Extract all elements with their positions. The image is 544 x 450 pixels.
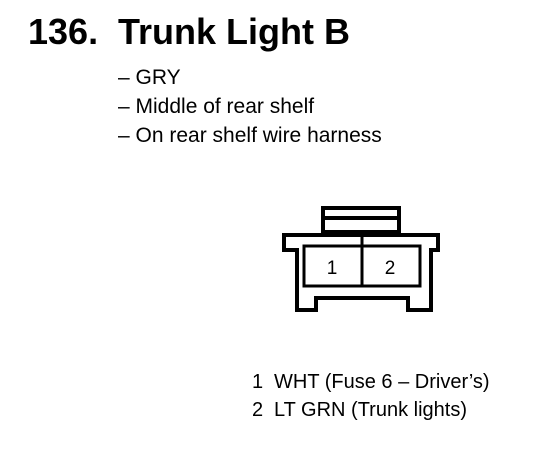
connector-diagram: 1 2: [282, 206, 440, 312]
detail-harness: – On rear shelf wire harness: [118, 124, 382, 147]
pin-2-label: 2: [385, 258, 396, 279]
component-number: 136.: [28, 11, 99, 52]
pin-1-label: 1: [327, 258, 338, 279]
pin-description: WHT (Fuse 6 – Driver’s): [274, 371, 490, 393]
pin-entry: 1 WHT (Fuse 6 – Driver’s): [252, 368, 490, 396]
pin-entry: 2 LT GRN (Trunk lights): [252, 396, 490, 424]
component-title: Trunk Light B: [118, 11, 350, 52]
component-details: – GRY – Middle of rear shelf – On rear s…: [118, 63, 382, 150]
pin-list: 1 WHT (Fuse 6 – Driver’s) 2 LT GRN (Trunk …: [252, 368, 490, 424]
pin-description: LT GRN (Trunk lights): [274, 399, 467, 421]
component-heading: 136. Trunk Light B: [28, 8, 350, 56]
connector-cavity-outline: [302, 244, 422, 288]
pin-number: 2: [252, 399, 264, 421]
detail-location: – Middle of rear shelf: [118, 95, 315, 118]
detail-connector-color: – GRY: [118, 66, 181, 89]
connector-housing: [282, 233, 440, 312]
pin-number: 1: [252, 371, 264, 393]
